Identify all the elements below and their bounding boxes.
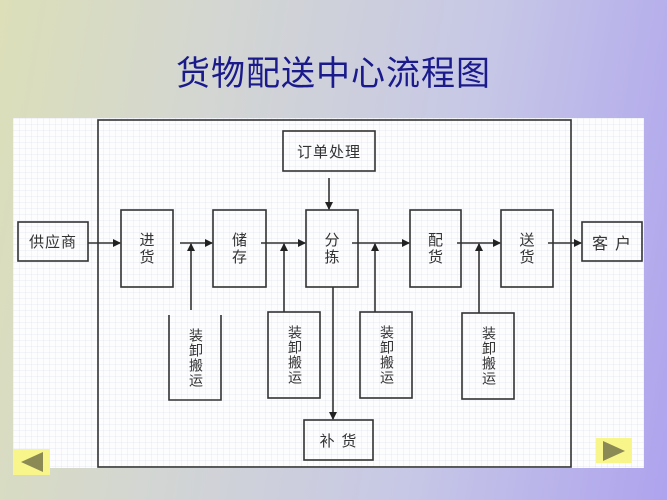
- supplier-label: 供应商: [28, 233, 77, 251]
- handling-box-2: [267, 311, 321, 399]
- stage-sorting-label: 分拣: [322, 231, 341, 266]
- arrow-right-icon: [603, 440, 625, 461]
- restock-box: [303, 419, 374, 461]
- picking-box: [409, 209, 462, 288]
- next-slide-button[interactable]: [596, 438, 632, 463]
- handling-label-3: 装卸搬运: [378, 325, 394, 385]
- order-processing-label: 订单处理: [296, 142, 361, 161]
- slide-title: 货物配送中心流程图: [176, 54, 491, 94]
- arrow-left-icon: [20, 452, 43, 472]
- handling-label-4: 装卸搬运: [480, 326, 496, 386]
- distribution-center-frame: [97, 119, 572, 468]
- diagram-panel: [13, 118, 644, 468]
- customer-label: 客 户: [591, 233, 633, 253]
- handling-label-1: 装卸搬运: [187, 327, 203, 388]
- delivery-box: [500, 209, 554, 288]
- stage-storage-label: 储存: [230, 231, 248, 266]
- stage-picking-label: 配货: [426, 231, 444, 266]
- handling-box-4: [461, 312, 515, 400]
- customer-box: [581, 221, 643, 262]
- restock-label: 补 货: [319, 431, 358, 450]
- receiving-box: [120, 209, 174, 288]
- order-processing-box: [282, 130, 376, 172]
- handling-box-3: [359, 311, 413, 399]
- previous-slide-button[interactable]: [13, 449, 50, 475]
- storage-box: [212, 209, 267, 288]
- stage-receiving-label: 进货: [137, 231, 156, 266]
- handling-box-1: [168, 315, 222, 401]
- sorting-box: [305, 209, 359, 288]
- supplier-box: [17, 221, 89, 262]
- stage-delivery-label: 送货: [517, 231, 536, 266]
- handling-label-2: 装卸搬运: [286, 325, 302, 385]
